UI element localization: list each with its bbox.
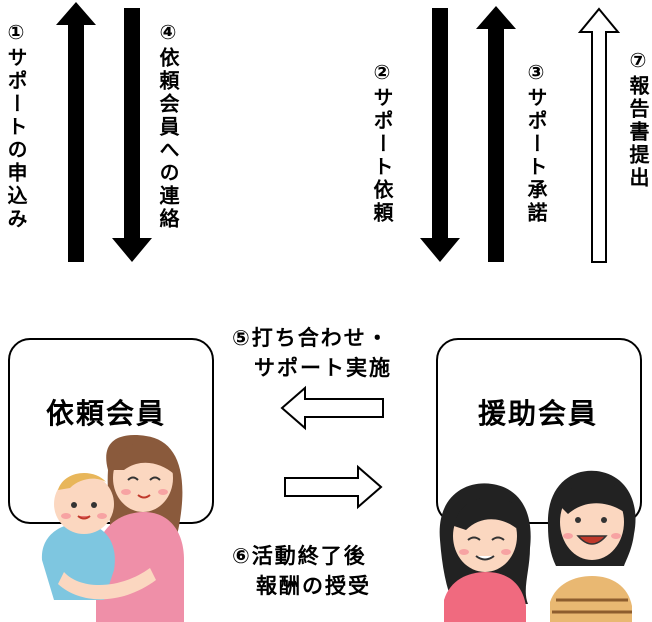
support-members-illustration (439, 470, 636, 622)
label-step1: ①サポートの申込み (4, 20, 28, 231)
box-right-title: 援助会員 (478, 397, 599, 430)
arrow-down-notify (112, 8, 152, 262)
arrow-down-request (420, 8, 460, 262)
label-step5-line1: ⑤打ち合わせ・ (232, 326, 390, 350)
arrow-up-accept (476, 6, 516, 262)
label-step3: ③サポート承諾 (524, 60, 548, 225)
label-step5-line2: サポート実施 (254, 356, 392, 380)
arrow-left-meeting (280, 385, 384, 431)
label-step4: ④依頼会員への連絡 (156, 20, 180, 231)
mother-and-baby-illustration (41, 435, 184, 622)
label-step2: ②サポート依頼 (370, 60, 394, 225)
arrow-up-apply (56, 2, 96, 262)
arrow-right-payment (284, 464, 383, 510)
label-step6-line1: ⑥活動終了後 (232, 544, 367, 568)
arrow-up-report (577, 7, 621, 263)
box-left-title: 依頼会員 (46, 397, 167, 430)
label-step7: ⑦報告書提出 (626, 48, 650, 190)
label-step6-line2: 報酬の授受 (256, 574, 371, 598)
